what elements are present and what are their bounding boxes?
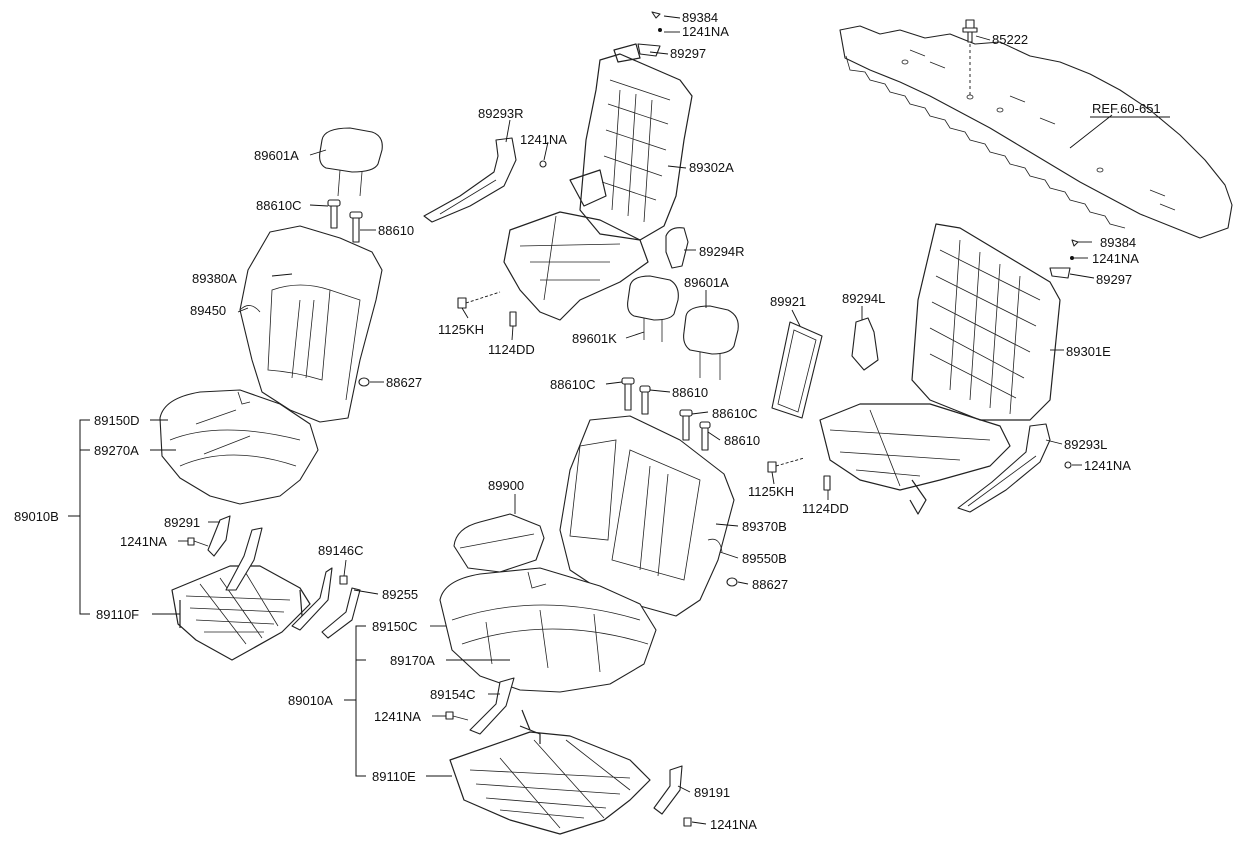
headrest-89601a-center bbox=[683, 305, 739, 380]
assembly-bracket-89010a bbox=[344, 625, 366, 777]
label-1241na-e: 1241NA bbox=[120, 534, 167, 549]
panel-89921 bbox=[771, 321, 823, 419]
label-89450: 89450 bbox=[190, 303, 226, 318]
headrest-89601k bbox=[627, 275, 679, 342]
label-89110e: 89110E bbox=[372, 769, 416, 784]
headrest-left bbox=[319, 127, 383, 197]
bolt-1241na-d-icon bbox=[1064, 461, 1072, 469]
label-89150d: 89150D bbox=[94, 413, 140, 428]
label-89601a-center: 89601A bbox=[684, 275, 729, 290]
label-89154c: 89154C bbox=[430, 687, 476, 702]
top-fasteners-right bbox=[1049, 239, 1079, 279]
recliner-cover-89293r bbox=[423, 137, 517, 223]
label-89384-b: 89384 bbox=[1100, 235, 1136, 250]
cover-89294l bbox=[851, 317, 879, 371]
cover-89294r bbox=[665, 227, 689, 269]
label-89380a: 89380A bbox=[192, 271, 237, 286]
part-labels: 89384 1241NA 89297 85222 REF.60-651 8929… bbox=[14, 10, 1161, 832]
label-1241na-a: 1241NA bbox=[682, 24, 729, 39]
label-85222: 85222 bbox=[992, 32, 1028, 47]
label-89191: 89191 bbox=[694, 785, 730, 800]
label-89297-b: 89297 bbox=[1096, 272, 1132, 287]
label-1125kh-b: 1125KH bbox=[748, 484, 794, 499]
label-1241na-b: 1241NA bbox=[520, 132, 567, 147]
label-89384-a: 89384 bbox=[682, 10, 718, 25]
label-89294r: 89294R bbox=[699, 244, 745, 259]
label-89302a: 89302A bbox=[689, 160, 734, 175]
seat-frame-center bbox=[449, 709, 651, 835]
label-89150c: 89150C bbox=[372, 619, 418, 634]
clip-88627-left-icon bbox=[358, 377, 370, 387]
bolts-center-lower bbox=[457, 291, 517, 327]
seat-cushion-left bbox=[159, 389, 319, 505]
label-89301e: 89301E bbox=[1066, 344, 1111, 359]
label-1241na-f: 1241NA bbox=[374, 709, 421, 724]
label-89255: 89255 bbox=[382, 587, 418, 602]
label-89293l: 89293L bbox=[1064, 437, 1107, 452]
label-1125kh-a: 1125KH bbox=[438, 322, 484, 337]
label-88610-center: 88610 bbox=[672, 385, 708, 400]
bracket-89191 bbox=[653, 765, 683, 815]
clip-89146c-icon bbox=[339, 575, 348, 585]
label-89294l: 89294L bbox=[842, 291, 885, 306]
label-1241na-g: 1241NA bbox=[710, 817, 757, 832]
bolt-85222-icon bbox=[962, 19, 978, 96]
label-1241na-c: 1241NA bbox=[1092, 251, 1139, 266]
label-89297-a: 89297 bbox=[670, 46, 706, 61]
label-89110f: 89110F bbox=[96, 607, 139, 622]
bolt-1241na-b-icon bbox=[539, 160, 547, 168]
clip-88627-center-icon bbox=[726, 577, 738, 587]
bolt-1241na-left-icon bbox=[187, 537, 209, 547]
label-1124dd-b: 1124DD bbox=[802, 501, 849, 516]
label-89293r: 89293R bbox=[478, 106, 524, 121]
bolt-1241na-g-icon bbox=[683, 817, 692, 827]
label-89146c: 89146C bbox=[318, 543, 364, 558]
bracket-89291 bbox=[207, 515, 263, 591]
headrest-guides-left bbox=[327, 199, 363, 243]
label-1124dd-a: 1124DD bbox=[488, 342, 535, 357]
label-1241na-d: 1241NA bbox=[1084, 458, 1131, 473]
label-89010a: 89010A bbox=[288, 693, 333, 708]
headrest-guides-center bbox=[621, 377, 711, 451]
label-89601a-left: 89601A bbox=[254, 148, 299, 163]
label-88610-left: 88610 bbox=[378, 223, 414, 238]
seat-back-cover-center bbox=[559, 415, 735, 617]
label-ref-60-651: REF.60-651 bbox=[1092, 101, 1161, 116]
label-89170a: 89170A bbox=[390, 653, 435, 668]
label-89900: 89900 bbox=[488, 478, 524, 493]
trim-89255 bbox=[291, 567, 361, 639]
leader-lines bbox=[150, 15, 1170, 825]
label-88610c-left: 88610C bbox=[256, 198, 302, 213]
label-89921: 89921 bbox=[770, 294, 806, 309]
seat-back-cover-left bbox=[239, 225, 383, 423]
label-88610c-center: 88610C bbox=[550, 377, 596, 392]
assembly-bracket-89010b bbox=[68, 419, 90, 615]
label-89291: 89291 bbox=[164, 515, 200, 530]
label-89270a: 89270A bbox=[94, 443, 139, 458]
label-88627-left: 88627 bbox=[386, 375, 422, 390]
bolt-1241na-f-icon bbox=[445, 711, 469, 721]
label-89601k: 89601K bbox=[572, 331, 617, 346]
label-88627-center: 88627 bbox=[752, 577, 788, 592]
trim-89154c bbox=[469, 677, 515, 735]
label-89010b: 89010B bbox=[14, 509, 59, 524]
seat-back-frame-89301e bbox=[819, 223, 1061, 515]
seat-back-frame-89302a bbox=[503, 43, 693, 321]
armrest-89900 bbox=[453, 513, 545, 573]
label-88610c-center-2: 88610C bbox=[712, 406, 758, 421]
seat-cushion-center bbox=[439, 567, 657, 693]
floor-panel-ref bbox=[839, 25, 1233, 239]
label-88610-center-2: 88610 bbox=[724, 433, 760, 448]
label-89370b: 89370B bbox=[742, 519, 787, 534]
label-89550b: 89550B bbox=[742, 551, 787, 566]
top-fasteners-center bbox=[637, 11, 662, 57]
recliner-cover-89293l bbox=[957, 423, 1051, 513]
